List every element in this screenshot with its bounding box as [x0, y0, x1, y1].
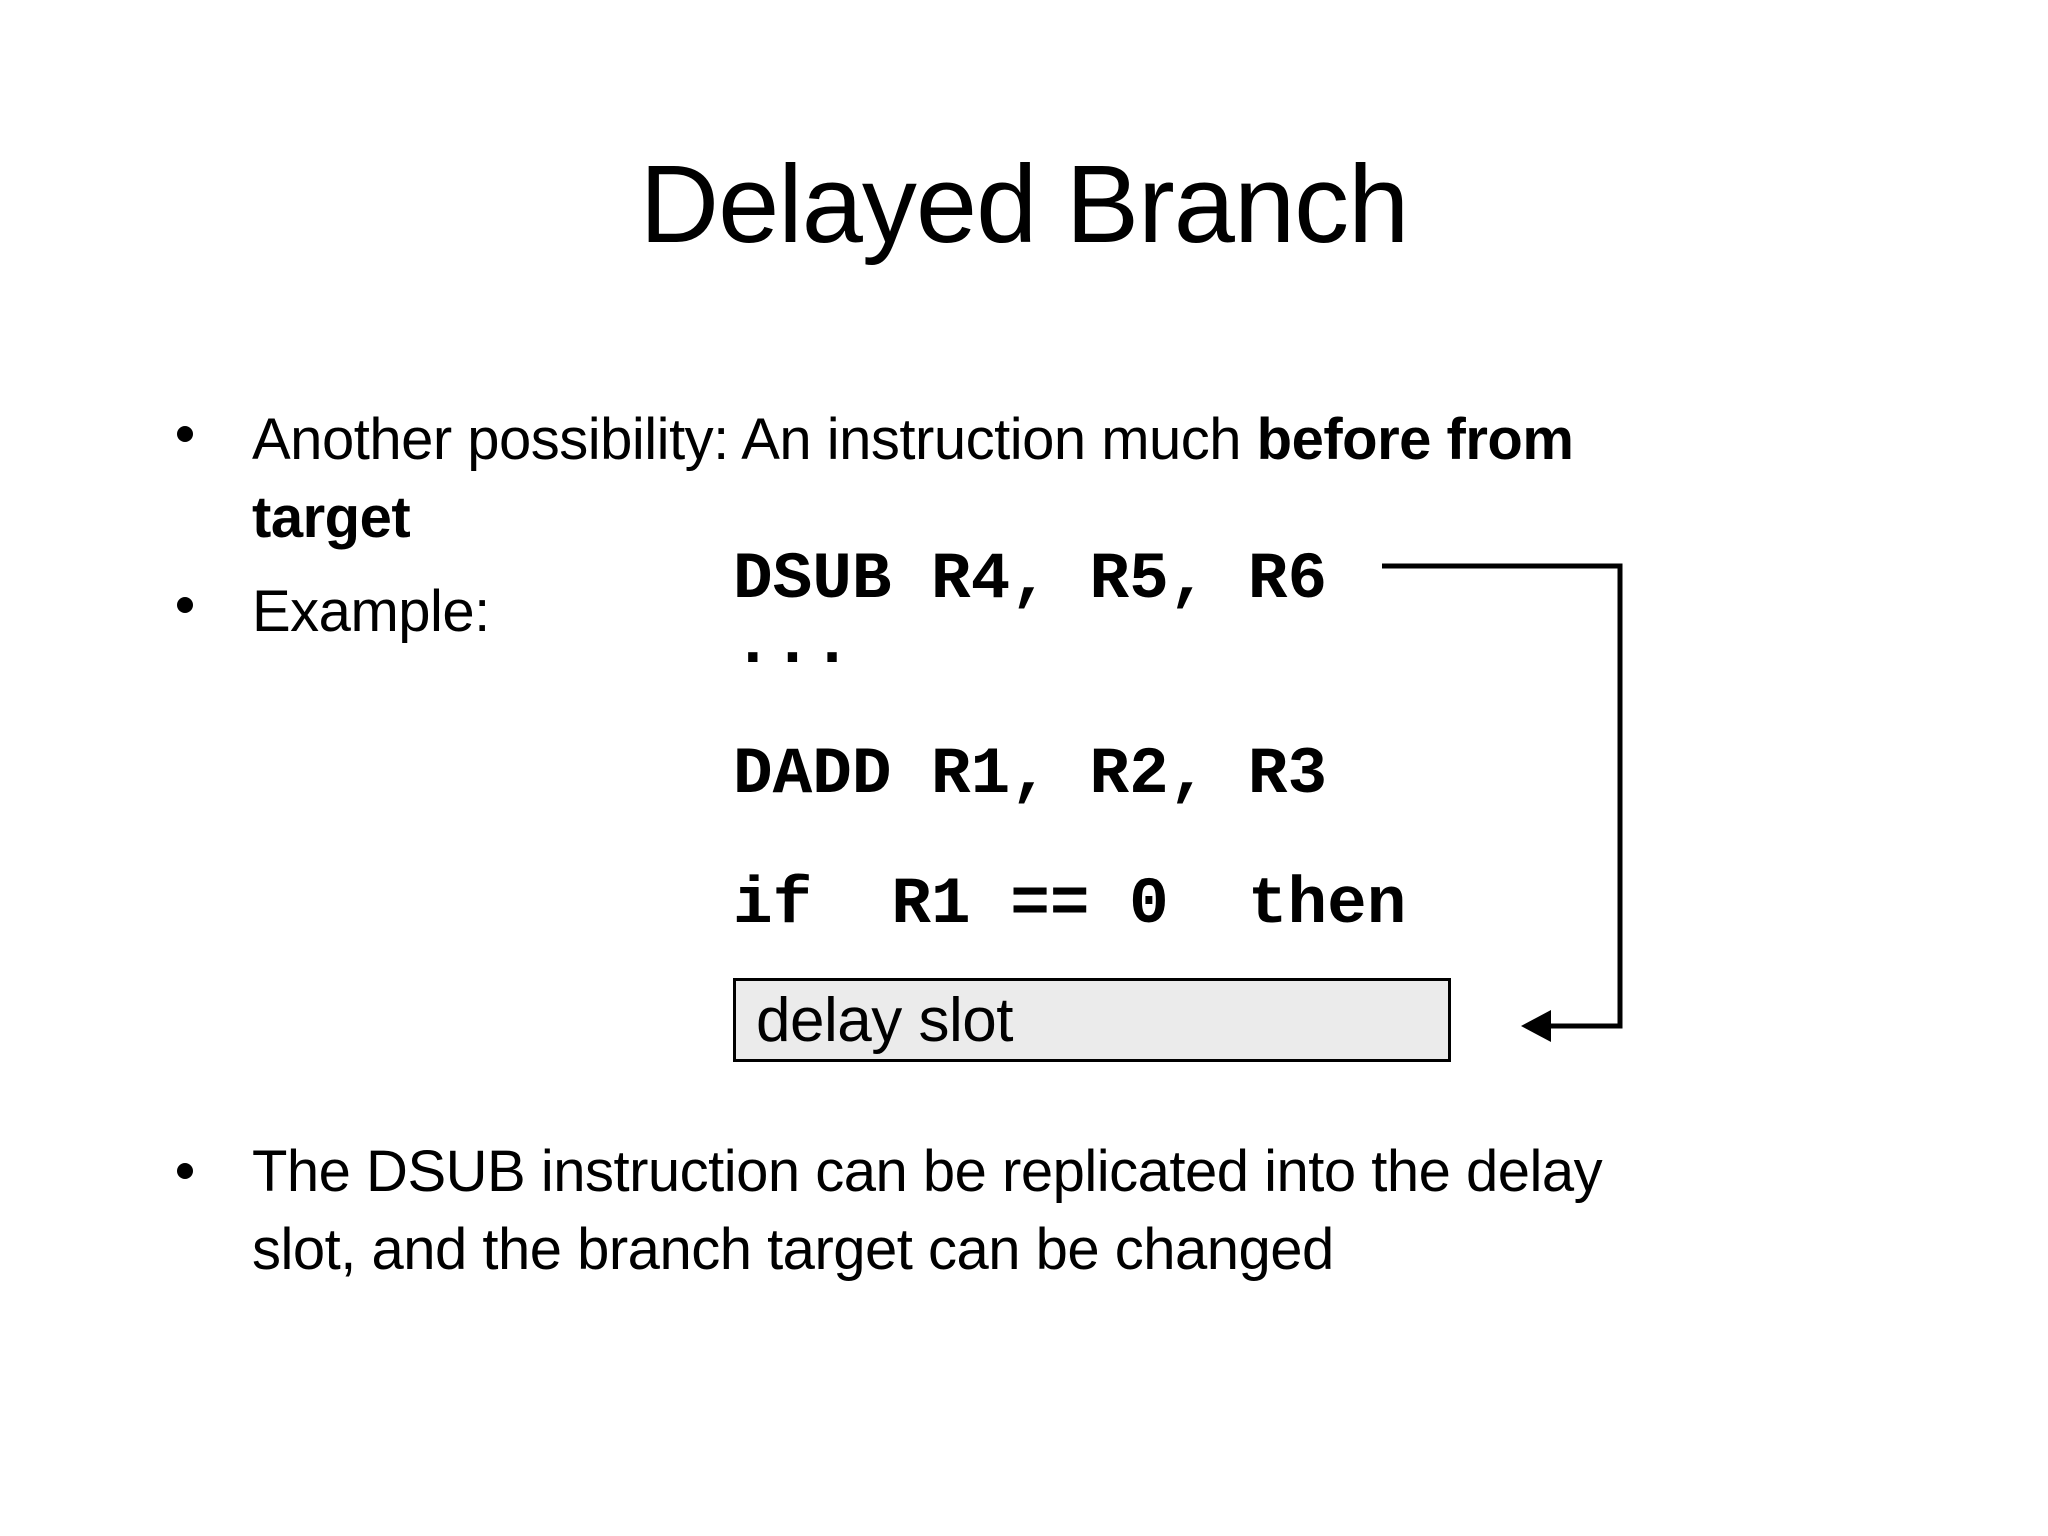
bullet3-line2: slot, and the branch target can be chang… — [252, 1217, 1334, 1282]
bullet-item-another-possibility: Another possibility: An instruction much… — [252, 401, 1574, 557]
bullet-item-dsub-replicated: The DSUB instruction can be replicated i… — [252, 1133, 1603, 1289]
branch-arrow-line — [1382, 563, 1623, 1029]
branch-arrowhead-icon — [1521, 1010, 1551, 1042]
bullet-marker — [177, 597, 193, 613]
bullet1-bold-text-line2: target — [252, 485, 411, 550]
bullet3-line1: The DSUB instruction can be replicated i… — [252, 1139, 1603, 1204]
bullet-marker — [177, 426, 193, 442]
code-line-if-branch: if R1 == 0 then — [733, 867, 1407, 942]
bullet-marker — [177, 1163, 193, 1179]
delay-slot-box: delay slot — [733, 978, 1451, 1062]
code-line-dsub: DSUB R4, R5, R6 — [733, 542, 1328, 617]
bullet1-bold-text: before from — [1256, 407, 1574, 472]
bullet-item-example: Example: — [252, 573, 490, 651]
bullet1-regular-text: Another possibility: An instruction much — [252, 407, 1257, 472]
slide-title: Delayed Branch — [639, 143, 1410, 266]
code-line-ellipsis: ... — [733, 607, 852, 682]
delay-slot-label: delay slot — [756, 985, 1013, 1055]
bullet2-text: Example: — [252, 579, 490, 644]
code-line-dadd: DADD R1, R2, R3 — [733, 737, 1328, 812]
